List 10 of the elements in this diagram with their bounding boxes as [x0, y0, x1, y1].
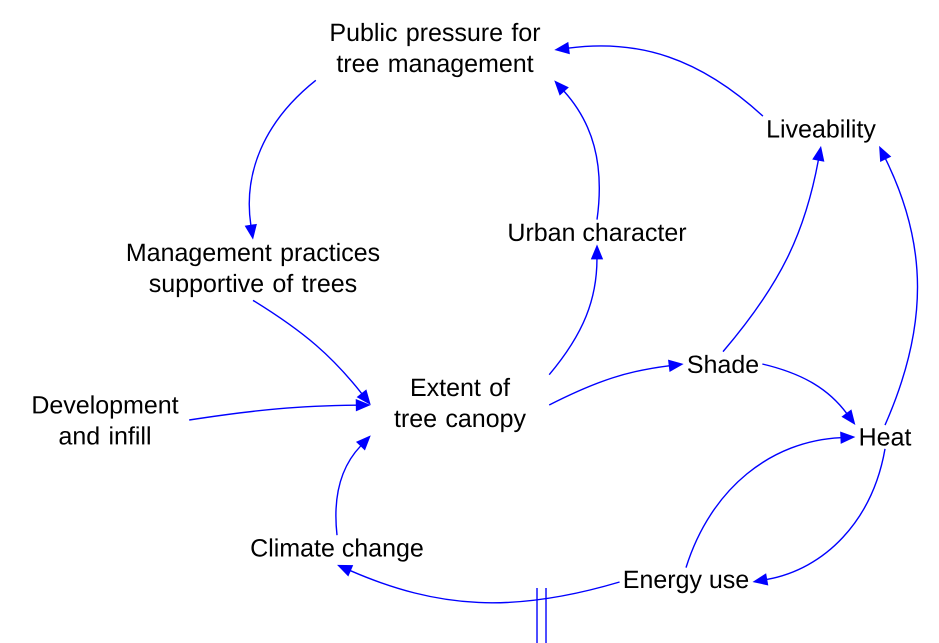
- variable-label: Public pressure for tree management: [331, 22, 540, 78]
- variable-label: Heat: [860, 428, 912, 446]
- variable-label: Energy use: [624, 570, 748, 594]
- variable-label: Shade: [688, 354, 758, 374]
- variable-label: Climate change: [251, 538, 423, 562]
- variable-label: Liveability: [768, 119, 876, 143]
- variable-label: Development and infill: [33, 395, 178, 445]
- variable-label: Urban character: [509, 222, 686, 242]
- variable-label: Extent of tree canopy: [394, 378, 526, 432]
- variable-label: Management practices supportive of trees: [128, 242, 380, 298]
